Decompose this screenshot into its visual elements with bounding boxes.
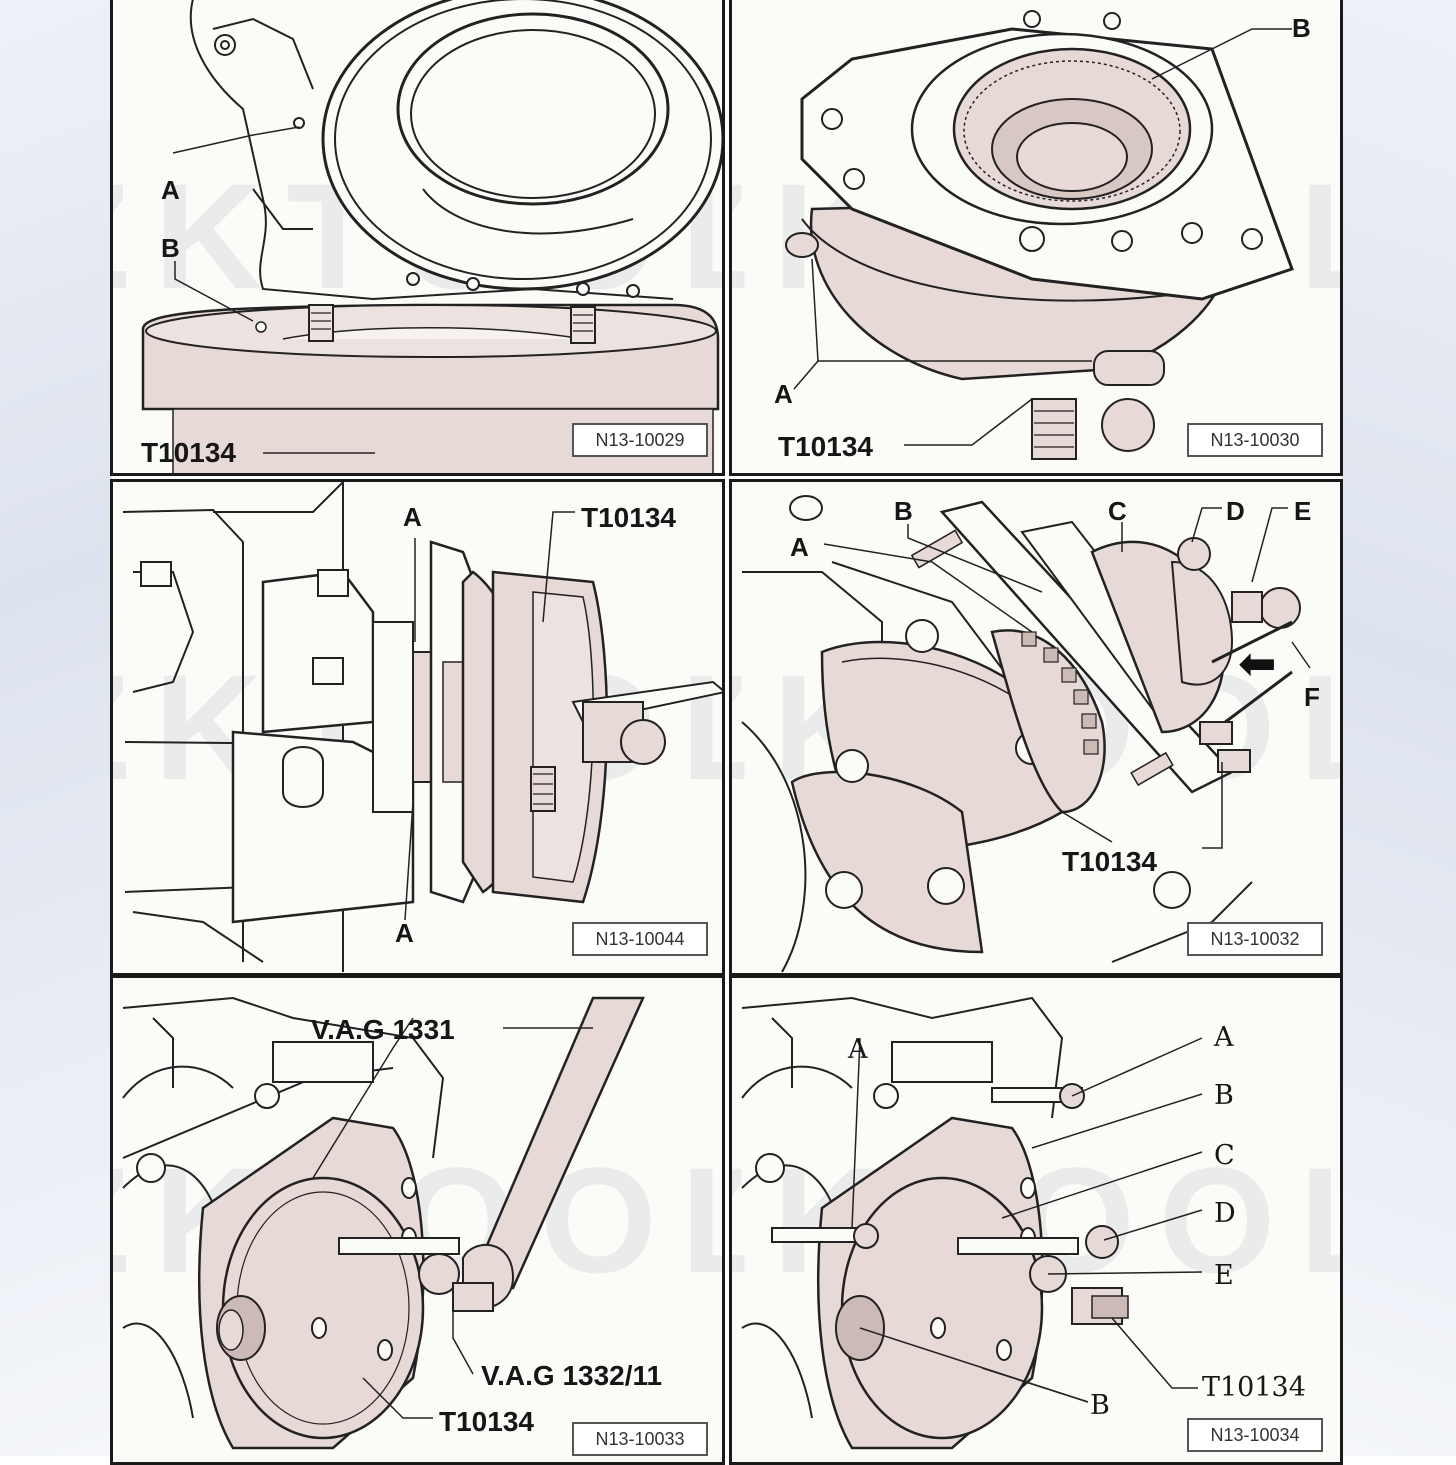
label-b: B: [894, 496, 913, 526]
label-a: A: [774, 379, 793, 409]
figure-code: N13-10030: [1187, 423, 1323, 457]
label-tool: T10134: [581, 502, 676, 533]
label-b: B: [161, 233, 180, 263]
illustration-rear-seal-flange: [141, 0, 722, 473]
label-d: D: [1214, 1198, 1236, 1229]
label-a-right: A: [1214, 1022, 1234, 1053]
illustration-installer-assembly: [741, 996, 1203, 1450]
label-a: A: [161, 175, 180, 205]
arrow-left-icon: ⬅: [1238, 636, 1277, 690]
background-left: [0, 0, 112, 1456]
background-right: [1342, 0, 1456, 1456]
illustration-seal-installer: [785, 10, 1294, 460]
label-tool: T10134: [141, 437, 236, 468]
label-tool: T10134: [1062, 846, 1157, 877]
label-b: B: [1292, 13, 1311, 43]
label-vag-1332-11: V.A.G 1332/11: [481, 1360, 663, 1391]
figure-code: N13-10032: [1187, 922, 1323, 956]
panel-n13-10029: ZKTOOL A: [110, 0, 725, 476]
illustration-seal-press: [741, 495, 1311, 973]
label-d: D: [1226, 496, 1245, 526]
illustration-crankshaft-installer: [122, 482, 722, 972]
label-tool: T10134: [778, 431, 873, 462]
label-e: E: [1294, 496, 1312, 526]
figure-code: N13-10029: [572, 423, 708, 457]
figure-code: N13-10033: [572, 1422, 708, 1456]
label-c: C: [1214, 1140, 1235, 1171]
label-a-top: A: [403, 502, 422, 532]
label-vag-1331: V.A.G 1331: [311, 1014, 455, 1045]
label-c: C: [1108, 496, 1127, 526]
label-a-bottom: A: [395, 918, 414, 948]
label-a: A: [790, 532, 809, 562]
label-b-right: B: [1214, 1080, 1234, 1111]
label-f: F: [1304, 682, 1320, 712]
panel-n13-10032: ZKTOOL: [729, 479, 1343, 976]
label-tool: T10134: [1202, 1372, 1306, 1403]
panel-n13-10030: ZKTOOL B A T10134 N13-10030: [729, 0, 1343, 476]
panel-n13-10033: ZKTOOL: [110, 975, 725, 1465]
figure-code: N13-10044: [572, 922, 708, 956]
illustration-counterhold-tool: [122, 996, 645, 1450]
panel-n13-10044: ZKTOOL: [110, 479, 725, 976]
label-e: E: [1214, 1260, 1234, 1291]
label-tool: T10134: [439, 1406, 534, 1437]
label-a-left: A: [848, 1034, 868, 1065]
panel-n13-10034: ZKTOOL: [729, 975, 1343, 1465]
figure-code: N13-10034: [1187, 1418, 1323, 1452]
label-b-bottom: B: [1090, 1390, 1110, 1421]
